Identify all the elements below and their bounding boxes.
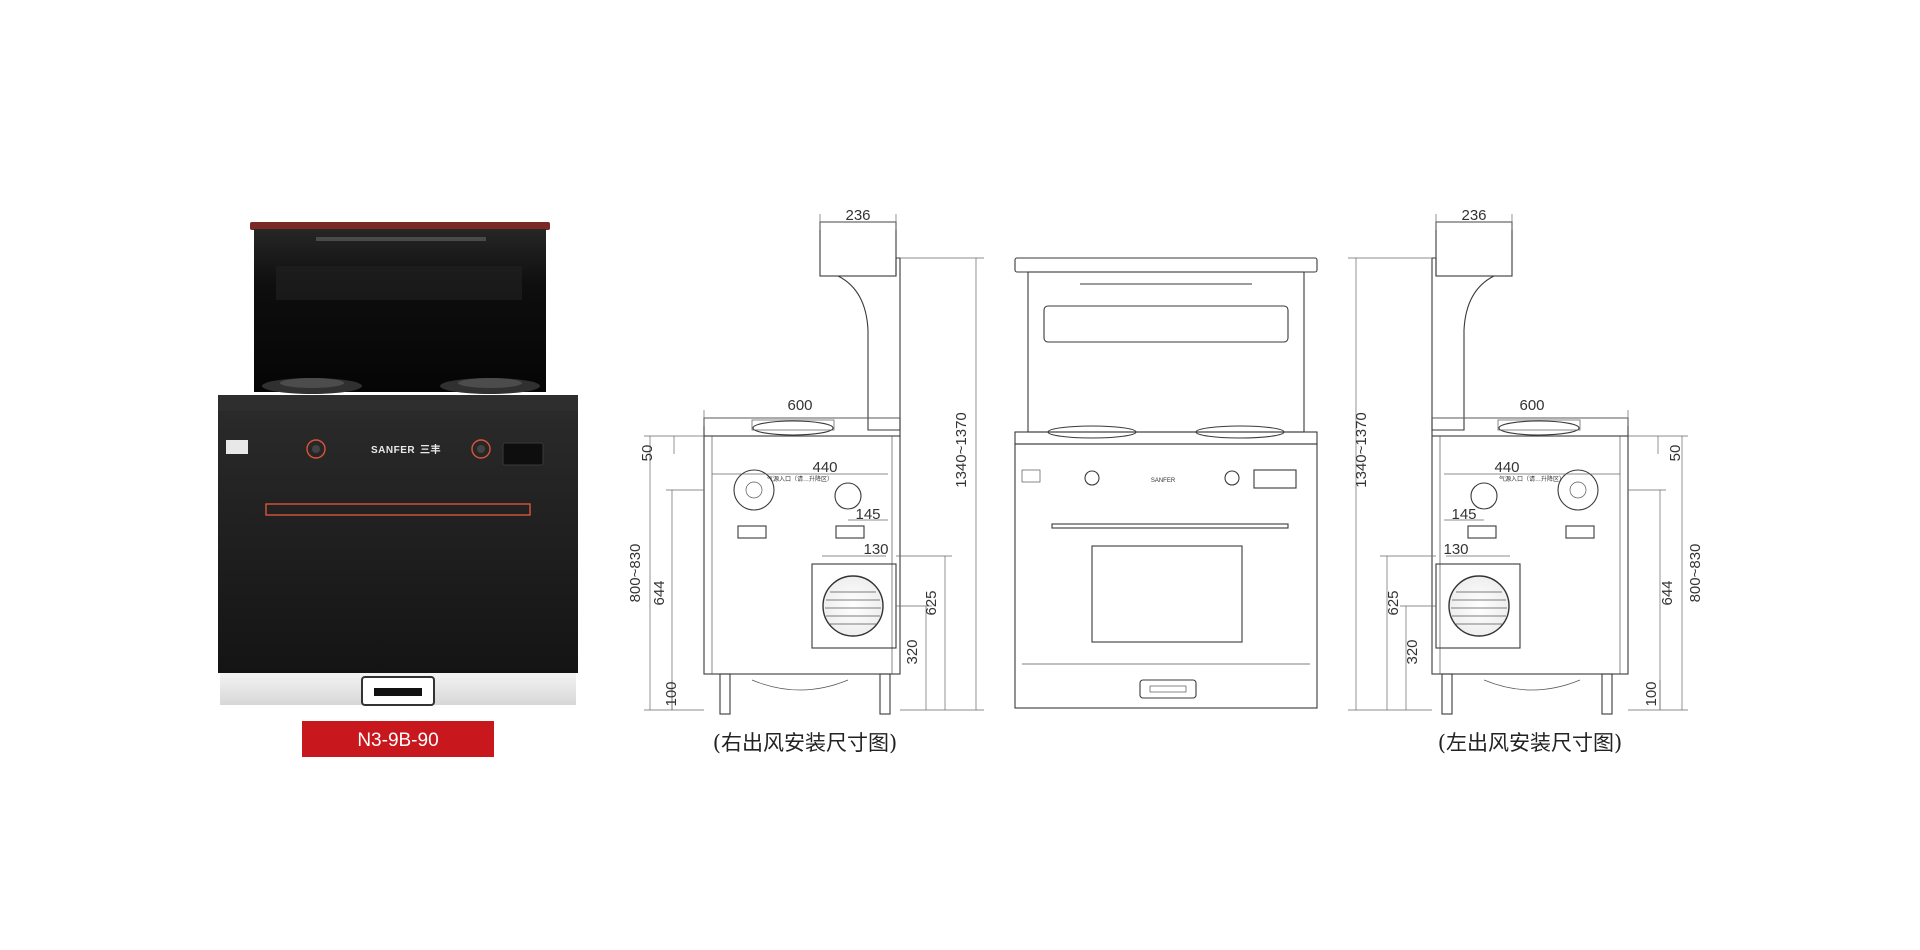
dim-inner-width: 440 xyxy=(812,459,837,476)
model-label: N3-9B-90 xyxy=(357,730,438,751)
base-tray xyxy=(751,679,849,691)
valve-right xyxy=(835,525,865,539)
dimension-lines xyxy=(644,214,984,711)
base-drawer-slot xyxy=(374,688,422,696)
gas-inlet-note-left: 气源入口（请…升降区） xyxy=(1499,475,1565,483)
model-badge xyxy=(302,721,494,757)
front-brand-logo: SANFER xyxy=(1151,478,1176,484)
hood-glass-panel xyxy=(254,229,546,392)
front-burner-left xyxy=(1047,425,1137,439)
dim-body-width-left: 600 xyxy=(1519,397,1544,414)
dim-cabinet-height-left: 644 xyxy=(1659,580,1676,605)
front-door-handle xyxy=(1051,523,1289,529)
gas-inlet-small-left xyxy=(1470,482,1498,510)
dim-vent: 130 xyxy=(863,541,888,558)
front-oven-window xyxy=(1091,545,1243,643)
product-photo: SANFER 三丰 N3-9B-90 xyxy=(218,222,578,757)
valve-left-left xyxy=(1467,525,1497,539)
hood-reflection xyxy=(276,266,522,300)
brand-logo: SANFER xyxy=(371,445,415,456)
valve-left xyxy=(737,525,767,539)
dimension-lines-left xyxy=(1348,214,1688,711)
front-burner-right xyxy=(1195,425,1285,439)
exhaust-vent-fan xyxy=(822,575,884,637)
dim-vent-left: 130 xyxy=(1443,541,1468,558)
hood-top-rim xyxy=(1014,257,1318,273)
exhaust-vent-fan-left xyxy=(1448,575,1510,637)
dim-total-height: 1340~1370 xyxy=(953,412,970,488)
pot-support xyxy=(752,420,834,436)
hood-intake xyxy=(1043,305,1289,343)
exhaust-vent-grille-left xyxy=(1451,591,1507,625)
burner-right xyxy=(440,378,540,394)
right-exhaust-caption: (右出风安装尺寸图) xyxy=(713,731,897,755)
dim-vent-height: 625 xyxy=(923,590,940,615)
dim-leg-height: 100 xyxy=(663,681,680,706)
dim-leg-height-left: 100 xyxy=(1643,681,1660,706)
dim-panel-height-left: 50 xyxy=(1667,445,1684,462)
pot-support-left xyxy=(1498,420,1580,436)
leg-front xyxy=(719,673,731,715)
knob-left xyxy=(306,439,326,459)
front-knob-left xyxy=(1084,470,1100,486)
dim-vent-bottom: 320 xyxy=(904,639,921,664)
dim-panel-height: 50 xyxy=(639,445,656,462)
hood-panel xyxy=(1027,271,1305,433)
dim-total-height-left: 1340~1370 xyxy=(1353,412,1370,488)
cooktop-surface xyxy=(218,395,578,411)
dim-inner-width-left: 440 xyxy=(1494,459,1519,476)
left-exhaust-diagram: 236 600 440 145 130 50 1340~1370 800~830… xyxy=(1348,207,1704,755)
leg-back xyxy=(879,673,891,715)
gas-inlet-small xyxy=(834,482,862,510)
leg-back-left xyxy=(1601,673,1613,715)
front-cabinet xyxy=(1014,443,1318,709)
gas-inlet-large-core-left xyxy=(1569,481,1587,499)
base-tray-left xyxy=(1483,679,1581,691)
left-exhaust-caption: (左出风安装尺寸图) xyxy=(1438,731,1622,755)
dim-offset-left: 145 xyxy=(1451,506,1476,523)
dim-vent-height-left: 625 xyxy=(1385,590,1402,615)
hood-top-box xyxy=(819,221,897,277)
front-cooktop xyxy=(1014,431,1318,445)
valve-right-left xyxy=(1565,525,1595,539)
dim-offset: 145 xyxy=(855,506,880,523)
gas-inlet-large-core xyxy=(745,481,763,499)
dim-counter-height: 800~830 xyxy=(627,544,644,603)
hood-top-box-left xyxy=(1435,221,1513,277)
hood-lip xyxy=(250,222,550,230)
dim-top-width: 236 xyxy=(845,207,870,224)
dim-cabinet-height: 644 xyxy=(651,580,668,605)
door-handle xyxy=(265,503,531,516)
dim-body-width: 600 xyxy=(787,397,812,414)
front-drawer xyxy=(1139,679,1197,699)
burner-cap-left xyxy=(1497,419,1581,431)
leg-front-left xyxy=(1441,673,1453,715)
dim-top-width-left: 236 xyxy=(1461,207,1486,224)
brand-logo-glyph: 三丰 xyxy=(420,443,441,456)
gas-inlet-large xyxy=(733,469,775,511)
hood-light-strip xyxy=(316,237,486,241)
dim-vent-bottom-left: 320 xyxy=(1404,639,1421,664)
exhaust-vent-grille xyxy=(825,591,881,625)
front-knob-right xyxy=(1224,470,1240,486)
hood-column-left xyxy=(1431,257,1495,431)
knob-right xyxy=(471,439,491,459)
burner-cap xyxy=(751,419,835,431)
right-exhaust-diagram: 236 600 440 145 130 50 1340~1370 800~830… xyxy=(627,207,984,755)
front-touch-panel xyxy=(1253,469,1297,489)
cabinet-outline xyxy=(703,435,901,675)
cabinet-outline-left xyxy=(1431,435,1629,675)
gas-inlet-note: 气源入口（请…升降区） xyxy=(767,475,833,483)
front-display xyxy=(1021,469,1041,483)
front-view-diagram: SANFER xyxy=(1014,257,1318,709)
front-drawer-slot xyxy=(1149,685,1187,693)
burner-left xyxy=(262,378,362,394)
display-window xyxy=(226,440,248,454)
touch-panel xyxy=(502,442,544,466)
gas-inlet-large-left xyxy=(1557,469,1599,511)
dim-counter-height-left: 800~830 xyxy=(1687,544,1704,603)
hood-column xyxy=(837,257,901,431)
